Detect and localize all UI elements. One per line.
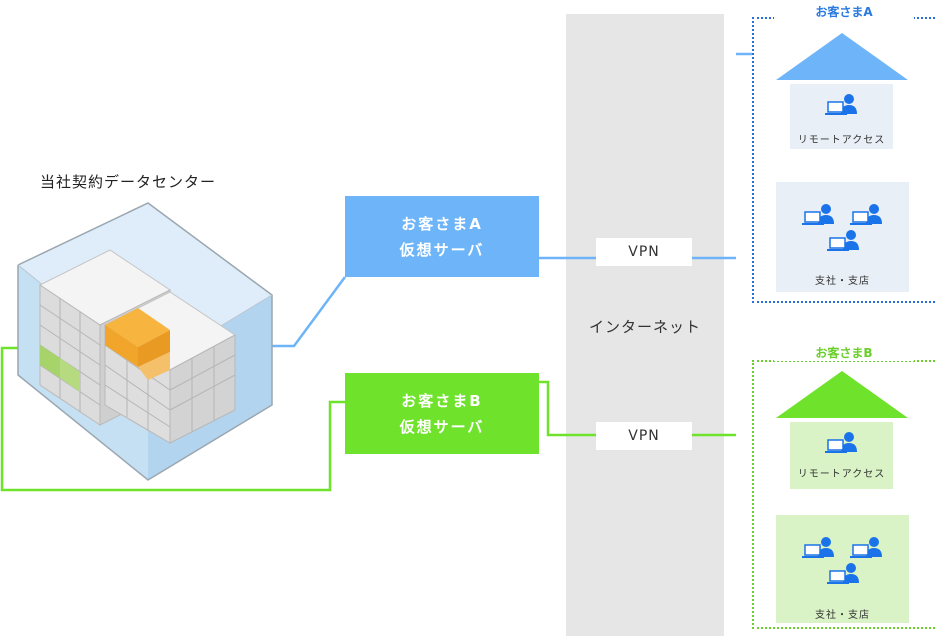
- virtual-server-a: お客さまA 仮想サーバ: [345, 196, 539, 277]
- customer-b-box: [752, 360, 936, 629]
- datacenter-title: 当社契約データセンター: [40, 173, 217, 191]
- vpn-label-b: VPN: [596, 422, 692, 450]
- virtual-server-b-line1: お客さまB: [401, 391, 483, 410]
- virtual-server-b: お客さまB 仮想サーバ: [345, 373, 539, 454]
- line-b-to-customer: [539, 380, 596, 437]
- customer-b-office-icon: [776, 515, 909, 623]
- line-b-to-dc: [0, 346, 345, 492]
- virtual-server-a-line2: 仮想サーバ: [399, 240, 485, 259]
- customer-a-title: お客さまA: [774, 3, 914, 20]
- internet-label: インターネット: [588, 318, 701, 336]
- datacenter-cube-icon: [17, 202, 273, 481]
- customer-a-branch-label: 支社・支店: [815, 276, 870, 287]
- remote-person-icon-a: [825, 94, 857, 115]
- virtual-server-a-line1: お客さまA: [401, 214, 483, 233]
- internet-band: [566, 14, 724, 636]
- customer-a-office-icon: [776, 182, 909, 292]
- customer-a-home-icon: [776, 33, 908, 149]
- customer-b-branch-label: 支社・支店: [815, 610, 870, 621]
- vpn-label-a: VPN: [596, 238, 692, 266]
- remote-person-icon-b: [825, 432, 857, 453]
- customer-a-remote-label: リモートアクセス: [797, 135, 886, 146]
- customer-b-remote-label: リモートアクセス: [797, 469, 886, 480]
- virtual-server-b-line2: 仮想サーバ: [399, 417, 485, 436]
- customer-b-title: お客さまB: [774, 344, 914, 361]
- customer-b-home-icon: [776, 371, 908, 489]
